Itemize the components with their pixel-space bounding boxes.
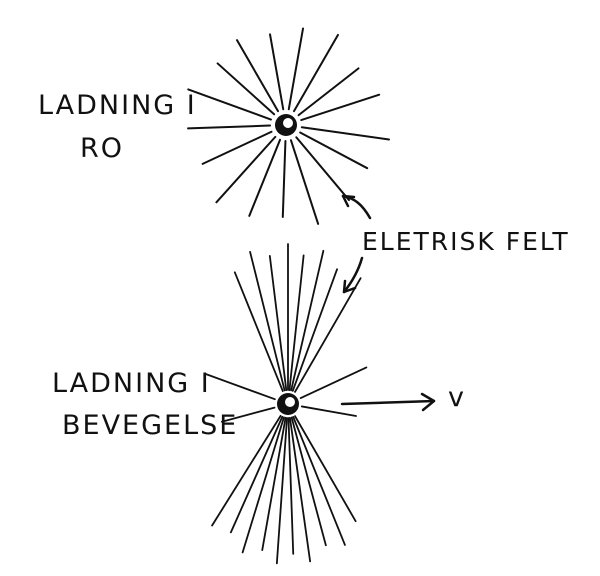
rest-field-line	[215, 135, 277, 204]
moving-charge-highlight	[285, 397, 295, 407]
moving-field-line	[275, 417, 288, 565]
moving-field-line	[287, 417, 295, 555]
rest-field-line	[300, 93, 381, 122]
rest-field-line	[281, 139, 287, 218]
moving-field-line	[249, 251, 286, 392]
rest-field-line	[289, 139, 320, 225]
moving-field-line	[290, 416, 327, 547]
moving-field-line	[294, 415, 357, 523]
rest-field-line	[287, 27, 305, 111]
moving-field-line	[288, 254, 305, 391]
moving-field-line	[290, 249, 325, 392]
rest-field-line	[187, 124, 272, 130]
charge-at-rest-highlight	[283, 118, 293, 128]
moving-field-line	[294, 277, 362, 393]
label-moving-charge-line2: BEVEGELSE	[62, 410, 239, 441]
moving-field-lines	[204, 243, 368, 565]
rest-field-lines	[187, 27, 390, 225]
moving-field-line	[289, 416, 312, 563]
moving-field-line	[241, 416, 285, 554]
rest-field-line	[236, 39, 279, 113]
moving-field-line	[268, 255, 288, 392]
rest-field-line	[248, 138, 282, 217]
rest-field-line	[187, 88, 272, 121]
moving-field-line	[204, 373, 276, 401]
rest-field-line	[216, 62, 276, 116]
moving-field-line	[261, 416, 287, 551]
field-pointer-arrowhead-lower	[342, 279, 357, 294]
moving-field-line	[233, 271, 284, 392]
rest-field-line	[293, 33, 339, 113]
label-velocity: v	[448, 382, 466, 413]
rest-field-line	[201, 130, 273, 165]
label-charge-at-rest-line1: LADNING I	[38, 90, 197, 121]
label-electric-field: ELETRISK FELT	[362, 227, 570, 256]
moving-field-line	[229, 415, 284, 534]
rest-field-line	[297, 67, 360, 117]
moving-field-line	[292, 416, 346, 546]
rest-field-line	[269, 33, 285, 111]
label-charge-at-rest-line2: RO	[80, 133, 125, 164]
moving-field-line	[291, 268, 338, 392]
rest-field-line	[299, 131, 369, 170]
field-pointer-arrowhead-upper	[341, 194, 356, 208]
velocity-arrow-shaft	[340, 399, 436, 406]
moving-field-line	[211, 414, 282, 527]
moving-field-line	[220, 406, 276, 423]
rest-field-line	[300, 126, 390, 141]
label-moving-charge-line1: LADNING I	[52, 368, 211, 399]
moving-field-line	[300, 405, 357, 417]
moving-field-line	[299, 366, 368, 399]
rest-field-line	[295, 136, 350, 202]
field-pointer-arrow-lower	[342, 256, 364, 294]
velocity-arrowhead	[420, 392, 436, 412]
